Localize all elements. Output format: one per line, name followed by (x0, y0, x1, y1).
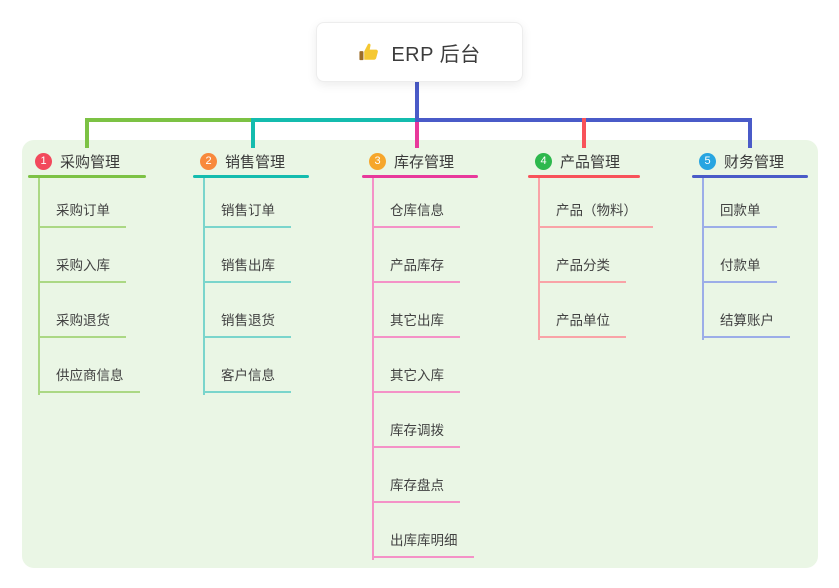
branch-item-node[interactable]: 产品库存 (372, 228, 460, 283)
branch-title-node[interactable]: 3 库存管理 (362, 148, 454, 175)
branch-title-node[interactable]: 4 产品管理 (528, 148, 620, 175)
branch-vertical-line (203, 178, 205, 395)
branch-item-label: 产品库存 (390, 258, 444, 273)
branch-title-label: 财务管理 (724, 154, 785, 171)
branch-item-node[interactable]: 销售订单 (203, 178, 291, 228)
branch-item-node[interactable]: 其它出库 (372, 283, 460, 338)
root-title: ERP 后台 (391, 43, 481, 66)
branch-title-node[interactable]: 5 财务管理 (692, 148, 784, 175)
root-drop-line (415, 82, 419, 122)
branch-item-node[interactable]: 回款单 (702, 178, 777, 228)
branch-item-label: 出库库明细 (390, 533, 458, 548)
branch-item-node[interactable]: 采购退货 (38, 283, 126, 338)
bus-segment-green (85, 118, 255, 122)
thumbs-up-icon (358, 41, 381, 64)
branch-item-node[interactable]: 客户信息 (203, 338, 291, 393)
branch-item-node[interactable]: 采购入库 (38, 228, 126, 283)
branch-underline (528, 175, 640, 178)
branch-number-badge: 4 (535, 153, 552, 170)
branch-item-label: 结算账户 (720, 313, 774, 328)
branch-item-label: 供应商信息 (56, 368, 124, 383)
branch-drop-line (748, 118, 752, 148)
branch-item-node[interactable]: 库存调拨 (372, 393, 460, 448)
bus-segment-teal (251, 118, 419, 122)
branch-drop-line (415, 122, 419, 148)
branch-item-label: 回款单 (720, 203, 761, 218)
branch-item-label: 采购订单 (56, 203, 110, 218)
branch-underline (28, 175, 146, 178)
branches-panel (22, 140, 818, 568)
branch-item-node[interactable]: 其它入库 (372, 338, 460, 393)
branch-item-node[interactable]: 产品单位 (538, 283, 626, 338)
branch-title-label: 产品管理 (560, 154, 621, 171)
branch-number-badge: 5 (699, 153, 716, 170)
branch-vertical-line (702, 178, 704, 340)
branch-items: 销售订单销售出库销售退货客户信息 (203, 178, 291, 393)
branch-underline (692, 175, 808, 178)
branch-items: 产品（物料） 产品分类产品单位 (538, 178, 653, 338)
root-node[interactable]: ERP 后台 (316, 22, 523, 82)
branch-item-node[interactable]: 仓库信息 (372, 178, 460, 228)
branch-drop-line (85, 118, 89, 148)
branch-drop-line (582, 118, 586, 148)
branch-items: 回款单付款单结算账户 (702, 178, 790, 338)
branch-item-label: 产品（物料） (556, 203, 637, 218)
branch-drop-line (251, 118, 255, 148)
branch-item-node[interactable]: 销售出库 (203, 228, 291, 283)
branch-item-label: 其它入库 (390, 368, 444, 383)
branch-item-label: 付款单 (720, 258, 761, 273)
branch-underline (193, 175, 309, 178)
branch-item-node[interactable]: 采购订单 (38, 178, 126, 228)
branch-item-label: 库存调拨 (390, 423, 444, 438)
branch-item-node[interactable]: 付款单 (702, 228, 777, 283)
branch-item-label: 销售退货 (221, 313, 275, 328)
branch-item-label: 其它出库 (390, 313, 444, 328)
branch-items: 采购订单采购入库采购退货供应商信息 (38, 178, 140, 393)
branch-number-badge: 3 (369, 153, 386, 170)
branch-title-label: 采购管理 (60, 154, 121, 171)
branch-number-badge: 2 (200, 153, 217, 170)
branch-item-node[interactable]: 库存盘点 (372, 448, 460, 503)
branch-title-node[interactable]: 1 采购管理 (28, 148, 120, 175)
branch-item-node[interactable]: 供应商信息 (38, 338, 140, 393)
branch-title-label: 销售管理 (225, 154, 286, 171)
branch-item-label: 采购入库 (56, 258, 110, 273)
branch-item-label: 销售出库 (221, 258, 275, 273)
branch-item-node[interactable]: 产品分类 (538, 228, 626, 283)
branch-number-badge: 1 (35, 153, 52, 170)
branch-underline (362, 175, 478, 178)
branch-item-node[interactable]: 结算账户 (702, 283, 790, 338)
branch-item-label: 产品单位 (556, 313, 610, 328)
branch-item-label: 采购退货 (56, 313, 110, 328)
branch-title-node[interactable]: 2 销售管理 (193, 148, 285, 175)
branch-vertical-line (538, 178, 540, 340)
branch-item-label: 仓库信息 (390, 203, 444, 218)
branch-vertical-line (38, 178, 40, 395)
branch-item-label: 产品分类 (556, 258, 610, 273)
branch-item-label: 销售订单 (221, 203, 275, 218)
branch-item-label: 库存盘点 (390, 478, 444, 493)
branch-item-node[interactable]: 销售退货 (203, 283, 291, 338)
branch-vertical-line (372, 178, 374, 560)
branch-item-node[interactable]: 出库库明细 (372, 503, 474, 558)
branch-title-label: 库存管理 (394, 154, 455, 171)
branch-items: 仓库信息产品库存其它出库其它入库库存调拨库存盘点出库库明细 (372, 178, 474, 558)
branch-item-node[interactable]: 产品（物料） (538, 178, 653, 228)
branch-item-label: 客户信息 (221, 368, 275, 383)
